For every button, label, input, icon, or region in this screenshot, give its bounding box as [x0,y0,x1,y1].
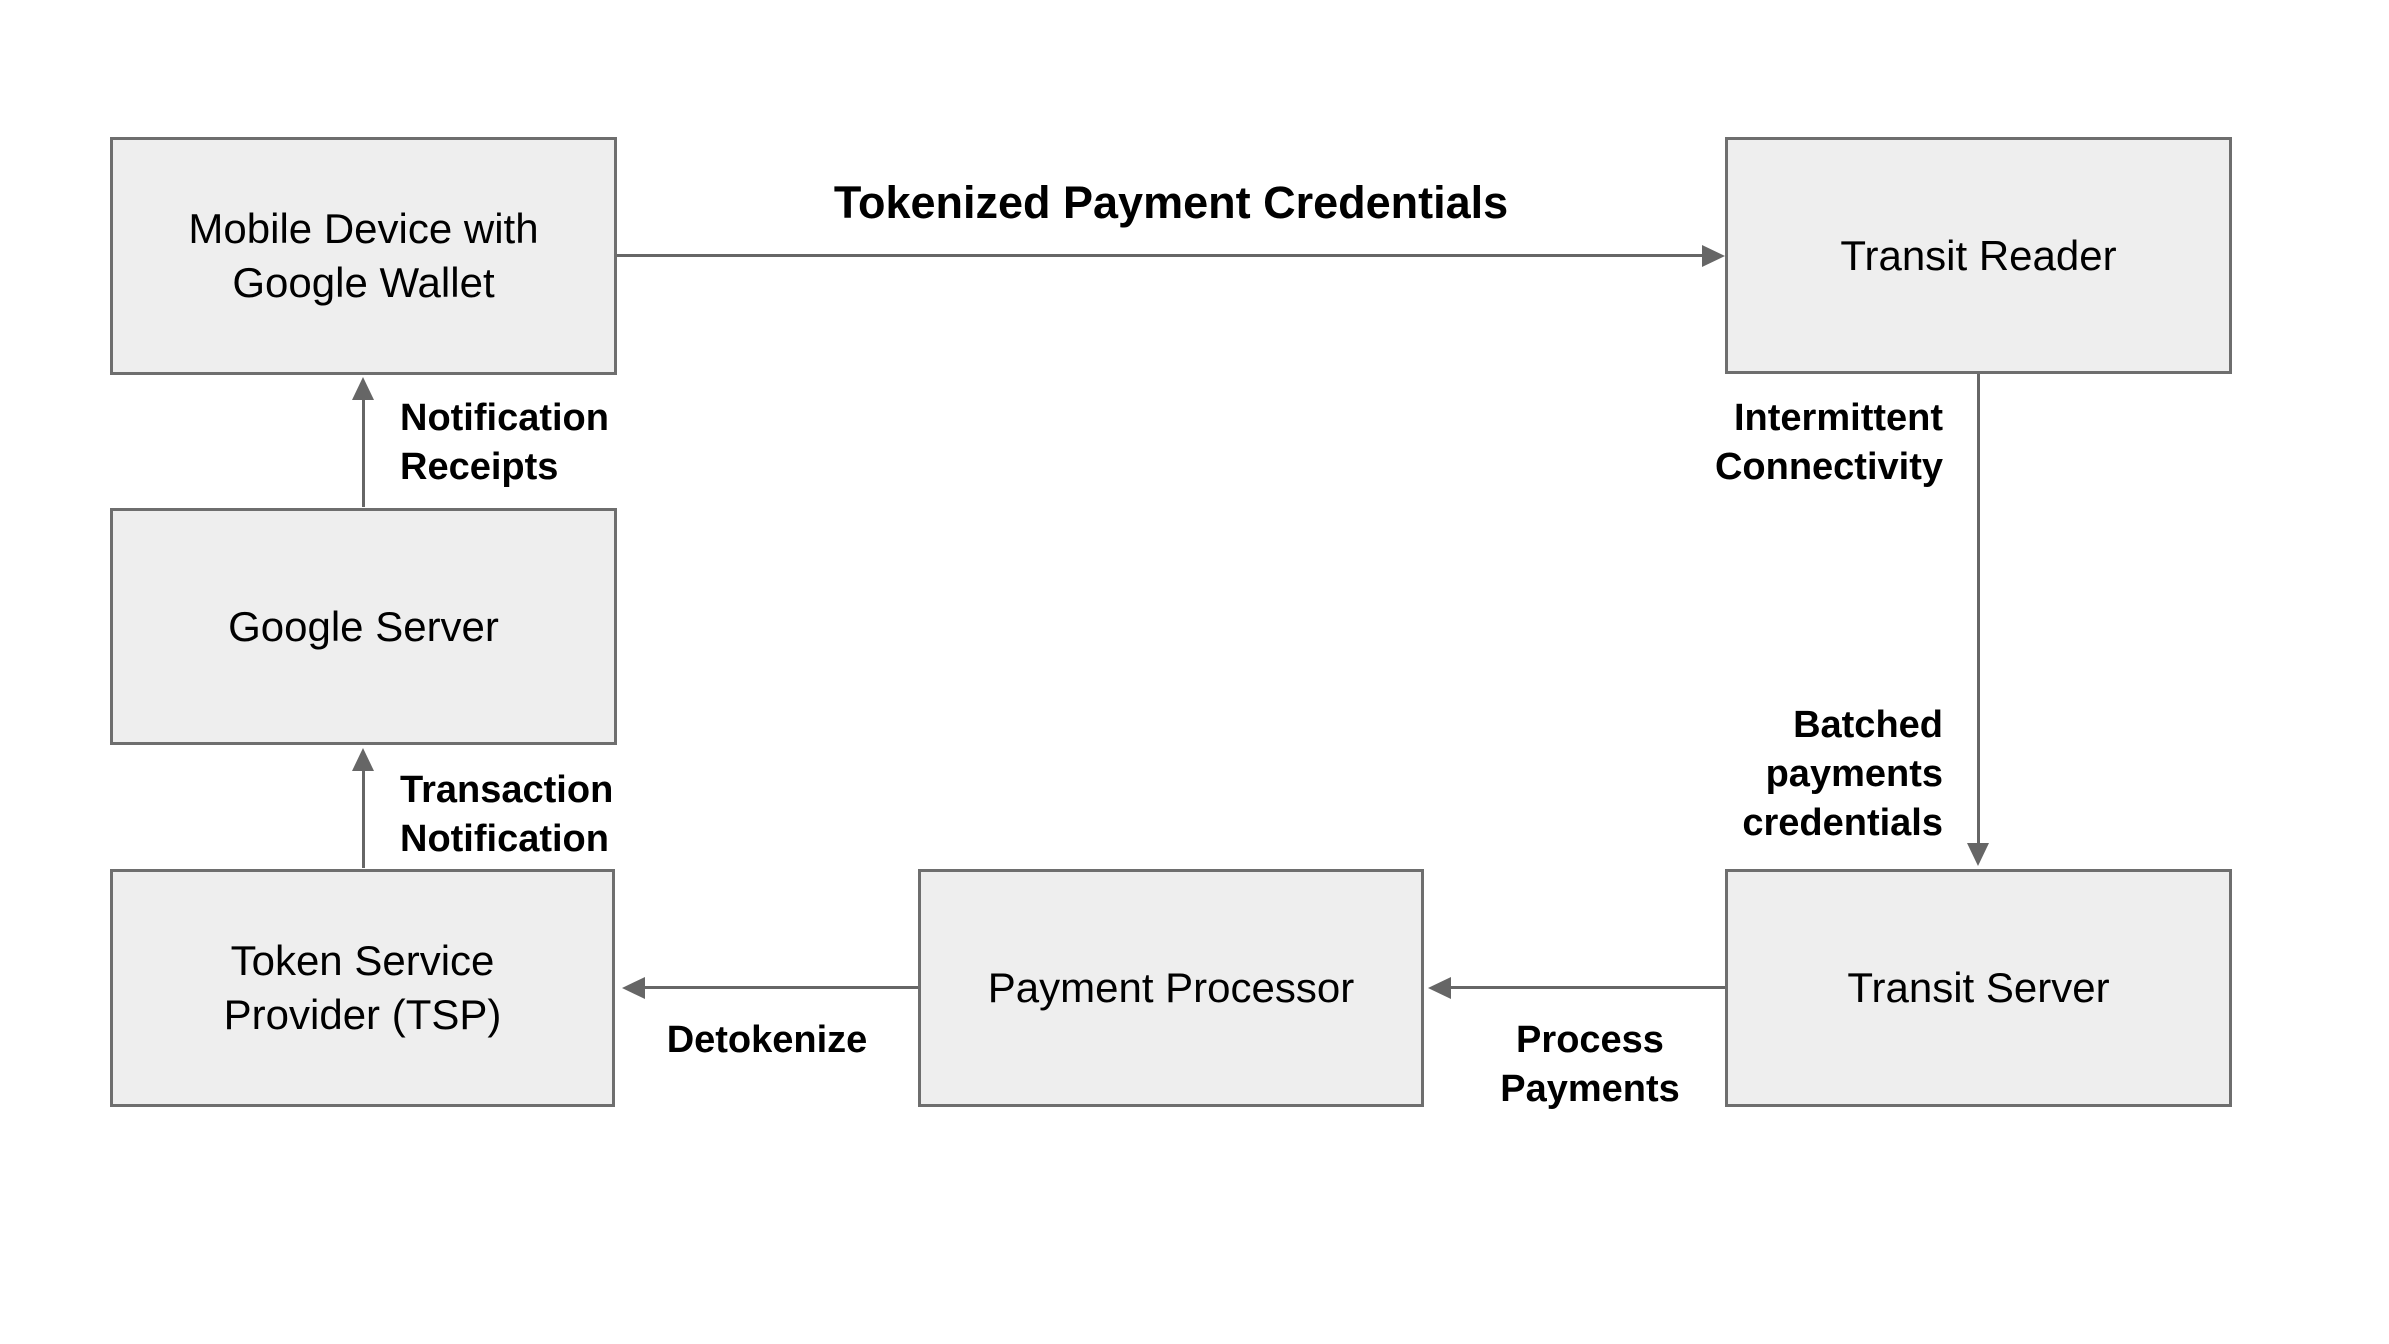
edge-label-text: Notification [400,397,609,439]
arrow-process-line [1450,986,1725,989]
edge-label-text: Detokenize [666,1019,868,1061]
edge-label-intermittent-connectivity: Intermittent Connectivity [1715,394,1943,492]
node-token-service-provider: Token Service Provider (TSP) [110,869,615,1107]
edge-label-process-payments: Process Payments [1500,1016,1680,1114]
edge-label-text: credentials [1742,802,1943,844]
edge-label-tokenized-payment-credentials: Tokenized Payment Credentials [834,178,1508,228]
node-mobile-device-google-wallet: Mobile Device with Google Wallet [110,137,617,375]
node-label-line: Google Server [228,602,499,650]
arrow-up-icon [352,748,374,771]
edge-label-batched-payments-credentials: Batched payments credentials [1742,701,1943,848]
node-label: Transit Server [1847,961,2109,1015]
edge-label-transaction-notification: Transaction Notification [400,766,613,864]
node-label-line: Google Wallet [232,259,495,306]
edge-label-text: payments [1765,753,1943,795]
node-label-line: Transit Reader [1840,231,2117,279]
node-label-line: Provider (TSP) [223,991,502,1038]
arrow-down-icon [1967,843,1989,866]
node-label-line: Token Service [230,937,495,984]
node-label: Payment Processor [988,961,1354,1015]
node-payment-processor: Payment Processor [918,869,1424,1107]
arrow-transaction-line [362,770,365,868]
edge-label-text: Tokenized Payment Credentials [833,177,1509,228]
edge-label-text: Connectivity [1714,446,1943,488]
edge-label-text: Receipts [400,446,559,488]
node-transit-reader: Transit Reader [1725,137,2232,374]
edge-label-text: Intermittent [1734,397,1943,439]
node-label-line: Payment Processor [987,964,1355,1011]
node-label: Token Service Provider (TSP) [224,934,502,1042]
node-label: Transit Reader [1840,229,2116,283]
node-transit-server: Transit Server [1725,869,2232,1107]
arrow-right-icon [1702,245,1725,267]
edge-label-detokenize: Detokenize [667,1016,868,1065]
node-google-server: Google Server [110,508,617,745]
edge-label-text: Batched [1793,704,1943,746]
node-label: Mobile Device with Google Wallet [188,202,538,310]
node-label-line: Transit Server [1847,964,2110,1011]
arrow-batched-line [1977,374,1980,846]
node-label-line: Mobile Device with [188,205,539,252]
arrow-detokenize-line [644,986,918,989]
arrow-left-icon [622,977,645,999]
arrow-tokenized-line [617,254,1703,257]
edge-label-text: Payments [1500,1068,1680,1110]
arrow-left-icon [1428,977,1451,999]
edge-label-notification-receipts: Notification Receipts [400,394,609,492]
edge-label-text: Process [1516,1019,1664,1061]
edge-label-text: Transaction [400,769,614,811]
arrow-notification-line [362,399,365,507]
arrow-up-icon [352,377,374,400]
edge-label-text: Notification [400,818,609,860]
node-label: Google Server [228,600,499,654]
